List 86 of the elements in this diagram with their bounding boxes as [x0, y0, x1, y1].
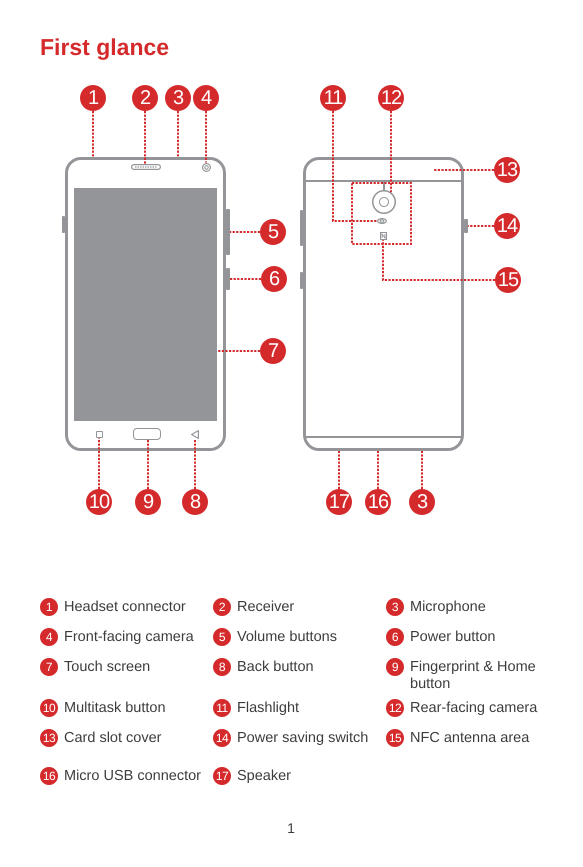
callout-number: 3: [386, 598, 404, 616]
part-label: Flashlight: [237, 700, 300, 716]
callout-number: 7: [40, 658, 58, 676]
callout-number: 12: [386, 699, 404, 717]
callout-number: 16: [365, 489, 391, 515]
part-label: Volume buttons: [237, 628, 338, 646]
part-label: Microphone: [410, 598, 487, 616]
part-label: Front-facing camera: [64, 628, 195, 646]
callout-number: 7: [260, 338, 286, 364]
side-button: [226, 209, 230, 255]
camera-lens-icon: [372, 190, 396, 214]
triangle-key-icon: [191, 430, 199, 439]
side-button: [226, 268, 230, 290]
leader-line: [377, 451, 379, 489]
callout-number: 2: [213, 598, 231, 616]
callout-number: 4: [40, 628, 58, 646]
leader-line: [147, 440, 149, 489]
part-label: Fingerprint & Home button: [410, 658, 537, 692]
part-label: Back button: [237, 658, 315, 676]
leader-line: [468, 225, 494, 227]
leader-line: [382, 240, 495, 281]
callout-number: 4: [193, 85, 219, 111]
home-key-icon: [133, 428, 161, 440]
callout-number: 8: [213, 658, 231, 676]
leader-line: [390, 111, 392, 192]
callout-number: 3: [165, 85, 191, 111]
part-label: Card slot cover: [64, 730, 163, 746]
receiver-grille-icon: [131, 164, 161, 170]
callout-number: 15: [386, 729, 404, 747]
side-button: [464, 219, 468, 233]
leader-line: [332, 111, 377, 222]
callout-number: 2: [132, 85, 158, 111]
callout-number: 13: [40, 729, 58, 747]
leader-line: [217, 350, 260, 352]
part-label: Rear-facing camera: [410, 700, 538, 716]
part-label: Power button: [410, 628, 496, 646]
leader-line: [230, 278, 261, 280]
page-number: 1: [286, 820, 296, 837]
callout-number: 15: [495, 267, 521, 293]
callout-number: 11: [320, 85, 346, 111]
callout-number: 8: [182, 489, 208, 515]
leader-line: [230, 231, 260, 233]
flash-icon: [377, 218, 387, 224]
callout-number: 10: [40, 699, 58, 717]
callout-number: 6: [261, 266, 287, 292]
part-label: Power saving switch: [237, 730, 370, 746]
leader-line: [144, 111, 146, 164]
part-label: Micro USB connector: [64, 768, 202, 784]
leader-line: [421, 451, 423, 489]
callout-number: 12: [378, 85, 404, 111]
leader-line: [194, 439, 196, 489]
title: First glance: [40, 33, 170, 61]
leader-line: [98, 438, 100, 489]
part-label: Speaker: [237, 768, 292, 784]
callout-number: 9: [135, 489, 161, 515]
part-label: Headset connector: [64, 598, 187, 616]
leader-line: [177, 111, 179, 157]
callout-number: 5: [213, 628, 231, 646]
callout-number: 5: [260, 219, 286, 245]
callout-number: 3: [409, 489, 435, 515]
part-label: Touch screen: [64, 658, 152, 676]
leader-line: [92, 111, 94, 157]
callout-number: 11: [213, 699, 231, 717]
leader-line: [433, 169, 494, 171]
callout-number: 6: [386, 628, 404, 646]
part-label: NFC antenna area: [410, 730, 530, 746]
callout-number: 1: [40, 598, 58, 616]
part-label: Receiver: [237, 598, 296, 616]
square-key-icon: [96, 431, 103, 438]
leader-line: [205, 111, 207, 162]
screen: [74, 188, 217, 421]
callout-number: 16: [40, 767, 58, 785]
leader-line: [338, 451, 340, 489]
part-label: Multitask button: [64, 700, 167, 716]
callout-number: 10: [86, 489, 112, 515]
callout-number: 1: [80, 85, 106, 111]
phone-front-view: [65, 157, 226, 451]
callout-number: 13: [494, 157, 520, 183]
callout-number: 14: [213, 729, 231, 747]
phone-back-view: [303, 157, 464, 451]
callout-number: 9: [386, 658, 404, 676]
nfc-icon: [380, 232, 386, 240]
camera-lens-icon: [202, 162, 210, 172]
callout-number: 14: [494, 213, 520, 239]
callout-number: 17: [213, 767, 231, 785]
callout-number: 17: [326, 489, 352, 515]
